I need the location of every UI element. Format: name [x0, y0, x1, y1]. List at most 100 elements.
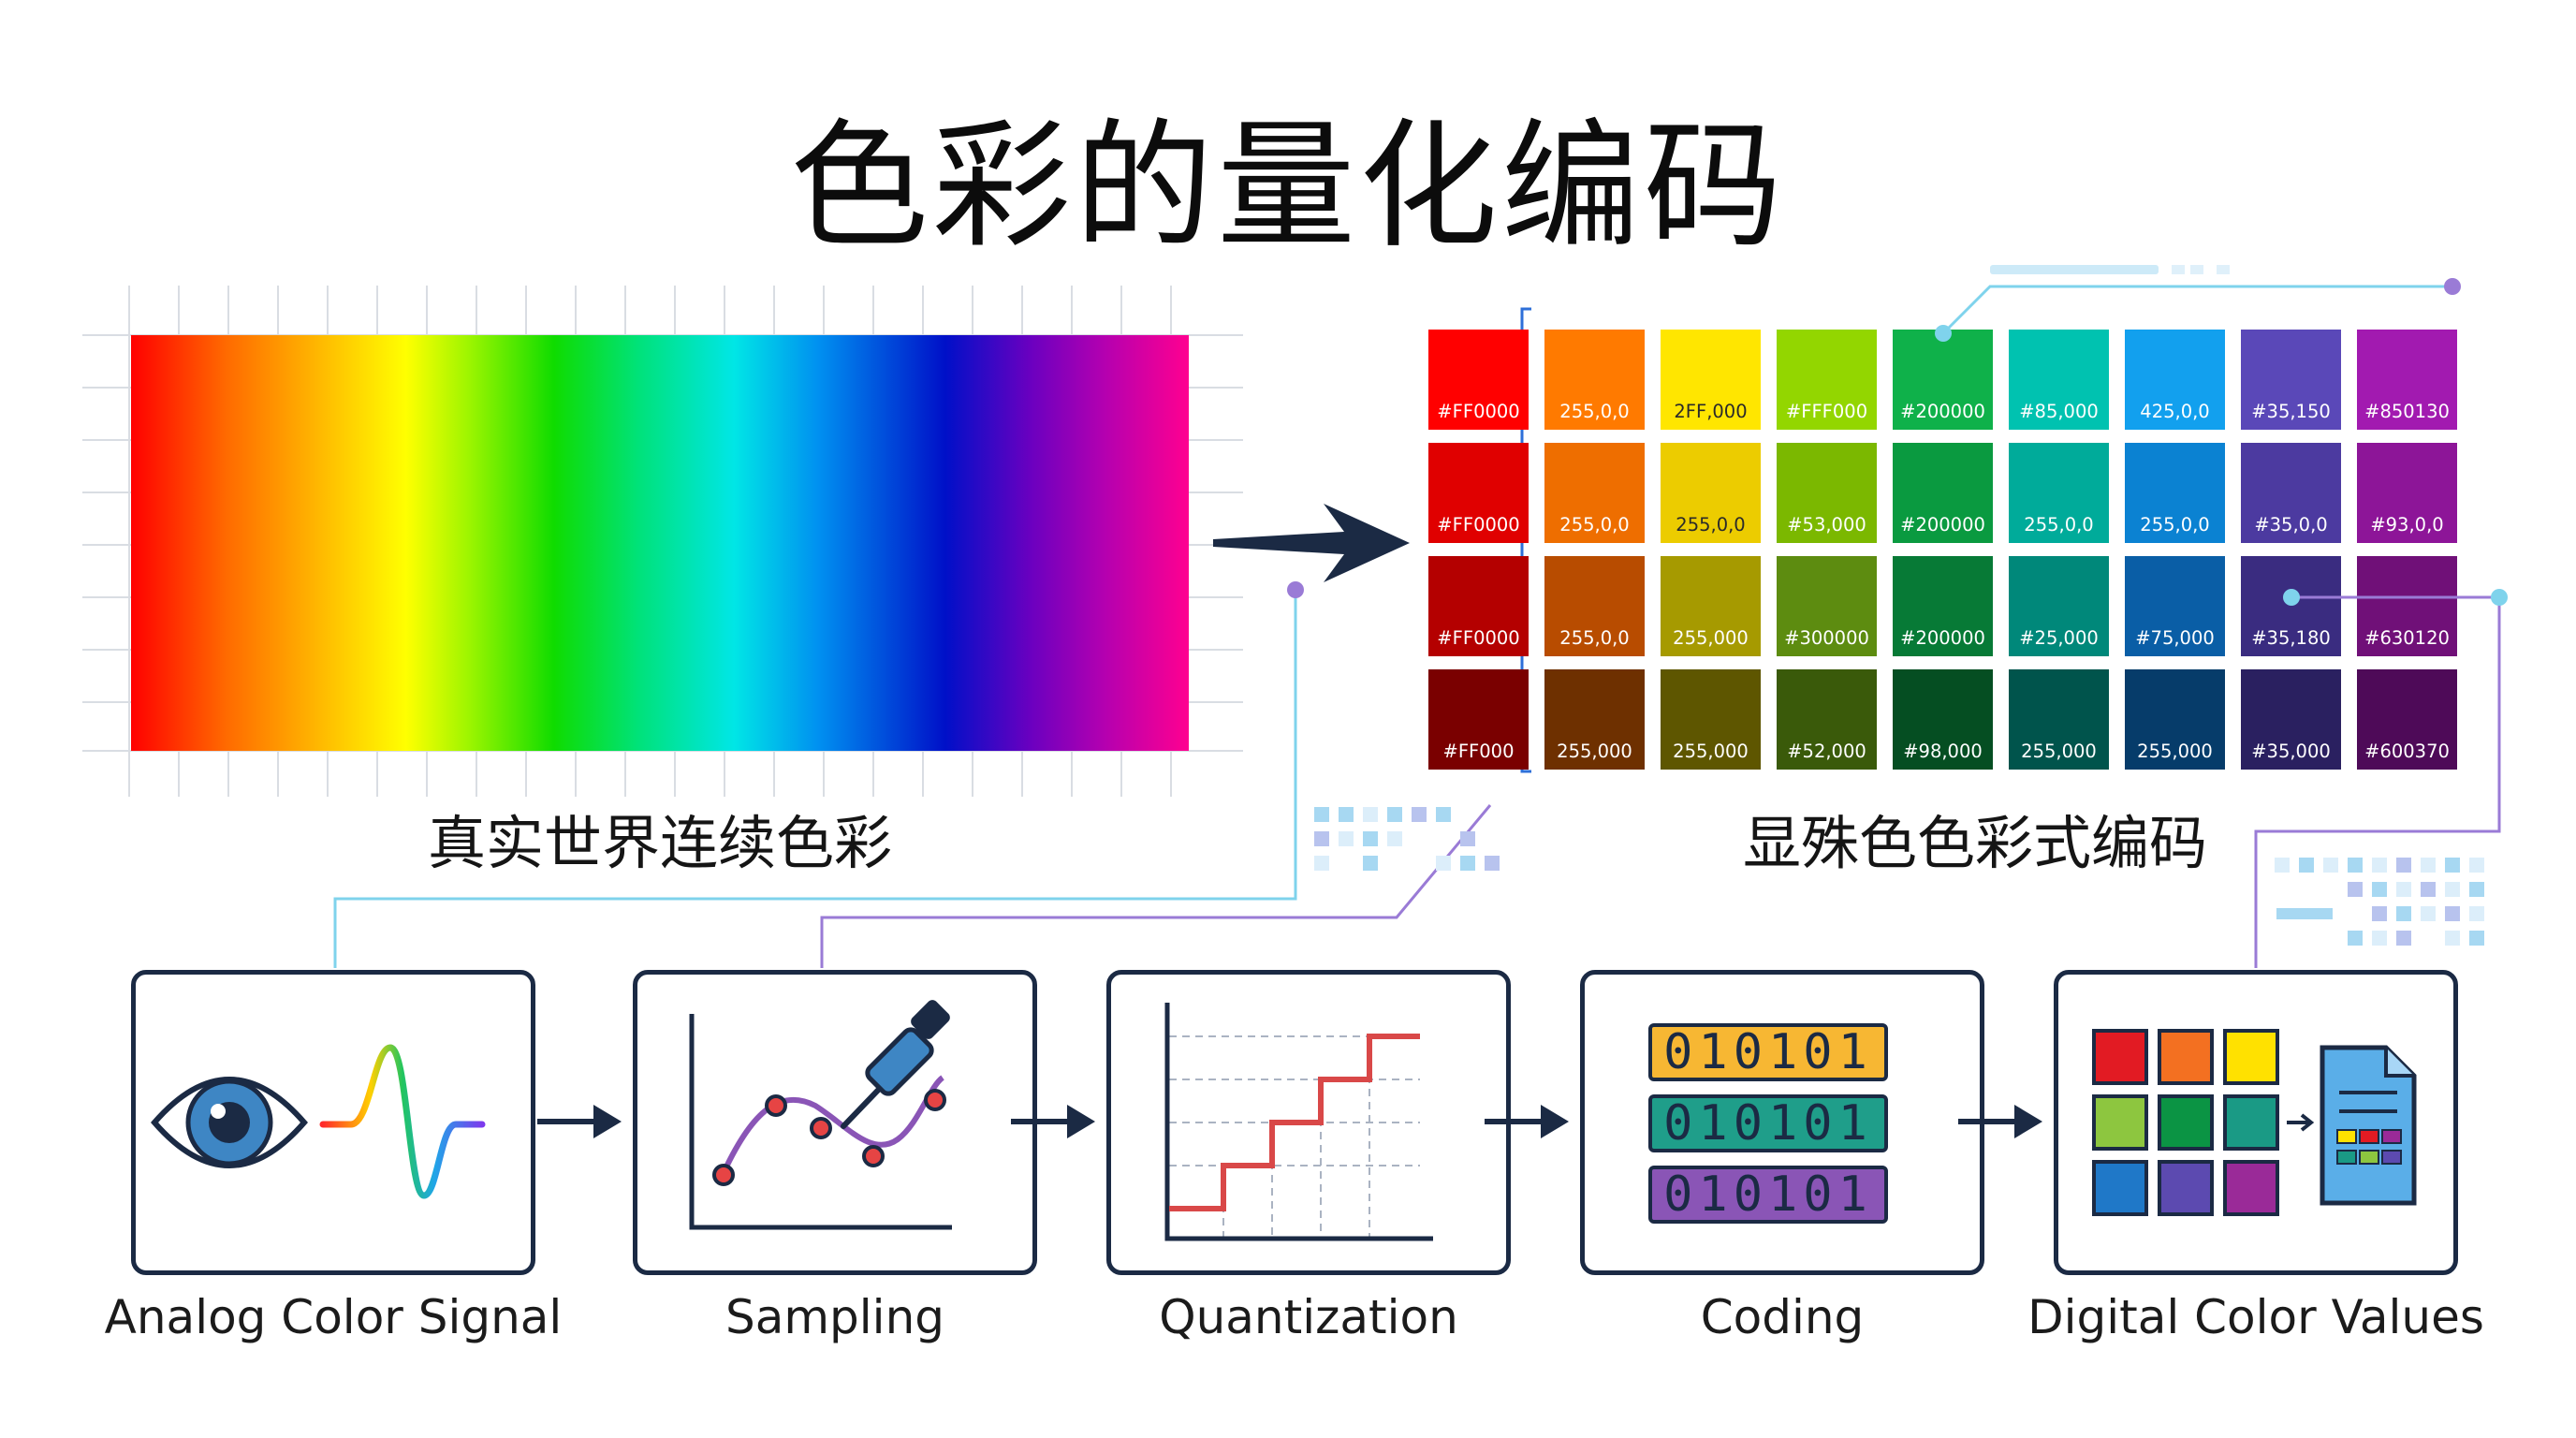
swatch-code: #FF0000 [1437, 401, 1520, 422]
swatch-code: 255,000 [1557, 741, 1632, 762]
color-swatch: #98,000 [1893, 669, 1993, 770]
flow-arrow-icon [1958, 1105, 2042, 1138]
binary-code-row: 010101 [1648, 1023, 1888, 1081]
color-swatch: #FF0000 [1428, 443, 1529, 543]
sampling-illustration [689, 1000, 952, 1230]
color-swatch: #FF000 [1428, 669, 1529, 770]
color-swatch: #850130 [2357, 330, 2457, 430]
step-label-analog: Analog Color Signal [104, 1290, 563, 1344]
swatch-code: #200000 [1900, 401, 1985, 422]
quantization-staircase-illustration [1164, 1003, 1433, 1241]
color-swatch: 255,0,0 [1544, 330, 1645, 430]
swatch-code: 425,0,0 [2140, 401, 2210, 422]
color-swatch: #600370 [2357, 669, 2457, 770]
digital-values-illustration [2092, 1029, 2417, 1216]
color-swatch: 255,0,0 [2009, 443, 2109, 543]
eye-wave-illustration [151, 1044, 486, 1199]
color-tile-grid [2092, 1029, 2279, 1216]
color-swatch: 255,000 [2125, 669, 2225, 770]
color-swatch: 255,0,0 [1544, 556, 1645, 656]
color-swatch: #200000 [1893, 443, 1993, 543]
step-analog-signal [131, 970, 535, 1275]
color-swatch: #200000 [1893, 556, 1993, 656]
color-swatch: #FFF000 [1777, 330, 1877, 430]
swatch-code: 255,0,0 [1559, 514, 1630, 536]
swatch-code: #98,000 [1903, 741, 1983, 762]
flow-arrow-icon [1485, 1105, 1569, 1138]
color-swatch: #630120 [2357, 556, 2457, 656]
swatch-code: 255,0,0 [2024, 514, 2094, 536]
color-swatch: 255,000 [1661, 669, 1761, 770]
color-swatch: 2FF,000 [1661, 330, 1761, 430]
step-label-sampling: Sampling [724, 1290, 945, 1344]
step-label-coding: Coding [1700, 1290, 1865, 1344]
color-swatch: 255,0,0 [1544, 443, 1645, 543]
swatch-code: 255,000 [1673, 741, 1749, 762]
color-swatch: 255,0,0 [1661, 443, 1761, 543]
continuous-spectrum [131, 335, 1189, 751]
color-swatch: #FF0000 [1428, 330, 1529, 430]
swatch-code: #35,150 [2251, 401, 2331, 422]
color-swatch: #35,0,0 [2241, 443, 2341, 543]
color-swatch: #52,000 [1777, 669, 1877, 770]
swatch-code: #35,000 [2251, 741, 2331, 762]
document-icon [2320, 1045, 2417, 1206]
swatch-code: #FFF000 [1785, 401, 1868, 422]
color-swatch: 255,0,0 [2125, 443, 2225, 543]
swatch-code: #FF0000 [1437, 514, 1520, 536]
swatch-code: #FF0000 [1437, 627, 1520, 649]
swatch-code: 255,000 [2021, 741, 2097, 762]
color-swatch: 255,000 [1544, 669, 1645, 770]
pipette-icon [841, 1000, 950, 1129]
swatch-code: #200000 [1900, 514, 1985, 536]
discrete-swatch-grid: #FF0000 255,0,0 2FF,000 #FFF000 #200000 #85,0… [1428, 330, 2457, 770]
color-swatch: #35,150 [2241, 330, 2341, 430]
color-swatch: 255,000 [1661, 556, 1761, 656]
binary-code-row: 010101 [1648, 1166, 1888, 1224]
color-swatch: #25,000 [2009, 556, 2109, 656]
color-swatch: 255,000 [2009, 669, 2109, 770]
step-label-quantization: Quantization [1159, 1290, 1458, 1344]
page-title: 色彩的量化编码 [790, 106, 1786, 267]
color-swatch: #53,000 [1777, 443, 1877, 543]
swatch-code: #FF000 [1442, 741, 1515, 762]
swatch-code: 255,000 [1673, 627, 1749, 649]
swatch-code: 255,0,0 [1559, 627, 1630, 649]
flow-arrow-icon [537, 1105, 622, 1138]
color-swatch: #300000 [1777, 556, 1877, 656]
color-swatch: #35,180 [2241, 556, 2341, 656]
step-quantization [1106, 970, 1511, 1275]
swatch-code: #35,0,0 [2254, 514, 2328, 536]
step-coding: 010101 010101 010101 [1580, 970, 1984, 1275]
binary-code-row: 010101 [1648, 1094, 1888, 1152]
swatch-code: #75,000 [2135, 627, 2215, 649]
swatch-code: #630120 [2364, 627, 2450, 649]
color-swatch: #93,0,0 [2357, 443, 2457, 543]
step-sampling [633, 970, 1037, 1275]
swatch-code: #850130 [2364, 401, 2450, 422]
swatch-code: #200000 [1900, 627, 1985, 649]
swatch-code: 255,0,0 [1559, 401, 1630, 422]
color-swatch: #35,000 [2241, 669, 2341, 770]
swatch-code: #93,0,0 [2370, 514, 2444, 536]
color-swatch: #200000 [1893, 330, 1993, 430]
swatch-code: #300000 [1784, 627, 1869, 649]
swatch-code: 255,0,0 [2140, 514, 2210, 536]
swatch-code: #35,180 [2251, 627, 2331, 649]
swatch-code: 255,000 [2137, 741, 2213, 762]
swatch-code: #85,000 [2019, 401, 2099, 422]
analog-wave-icon [319, 1044, 486, 1199]
spectrum-label: 真实世界连续色彩 [427, 809, 892, 877]
main-arrow-icon [1213, 504, 1410, 582]
swatch-label: 显殊色色彩式编码 [1742, 809, 2207, 877]
swatch-code: #52,000 [1787, 741, 1866, 762]
color-swatch: #75,000 [2125, 556, 2225, 656]
sample-point-icons [712, 1089, 946, 1186]
eye-icon [151, 1077, 308, 1168]
swatch-code: #25,000 [2019, 627, 2099, 649]
flow-arrow-icon [1011, 1105, 1095, 1138]
color-swatch: #85,000 [2009, 330, 2109, 430]
swatch-code: #53,000 [1787, 514, 1866, 536]
swatch-code: 255,0,0 [1676, 514, 1746, 536]
swatch-code: 2FF,000 [1674, 401, 1748, 422]
